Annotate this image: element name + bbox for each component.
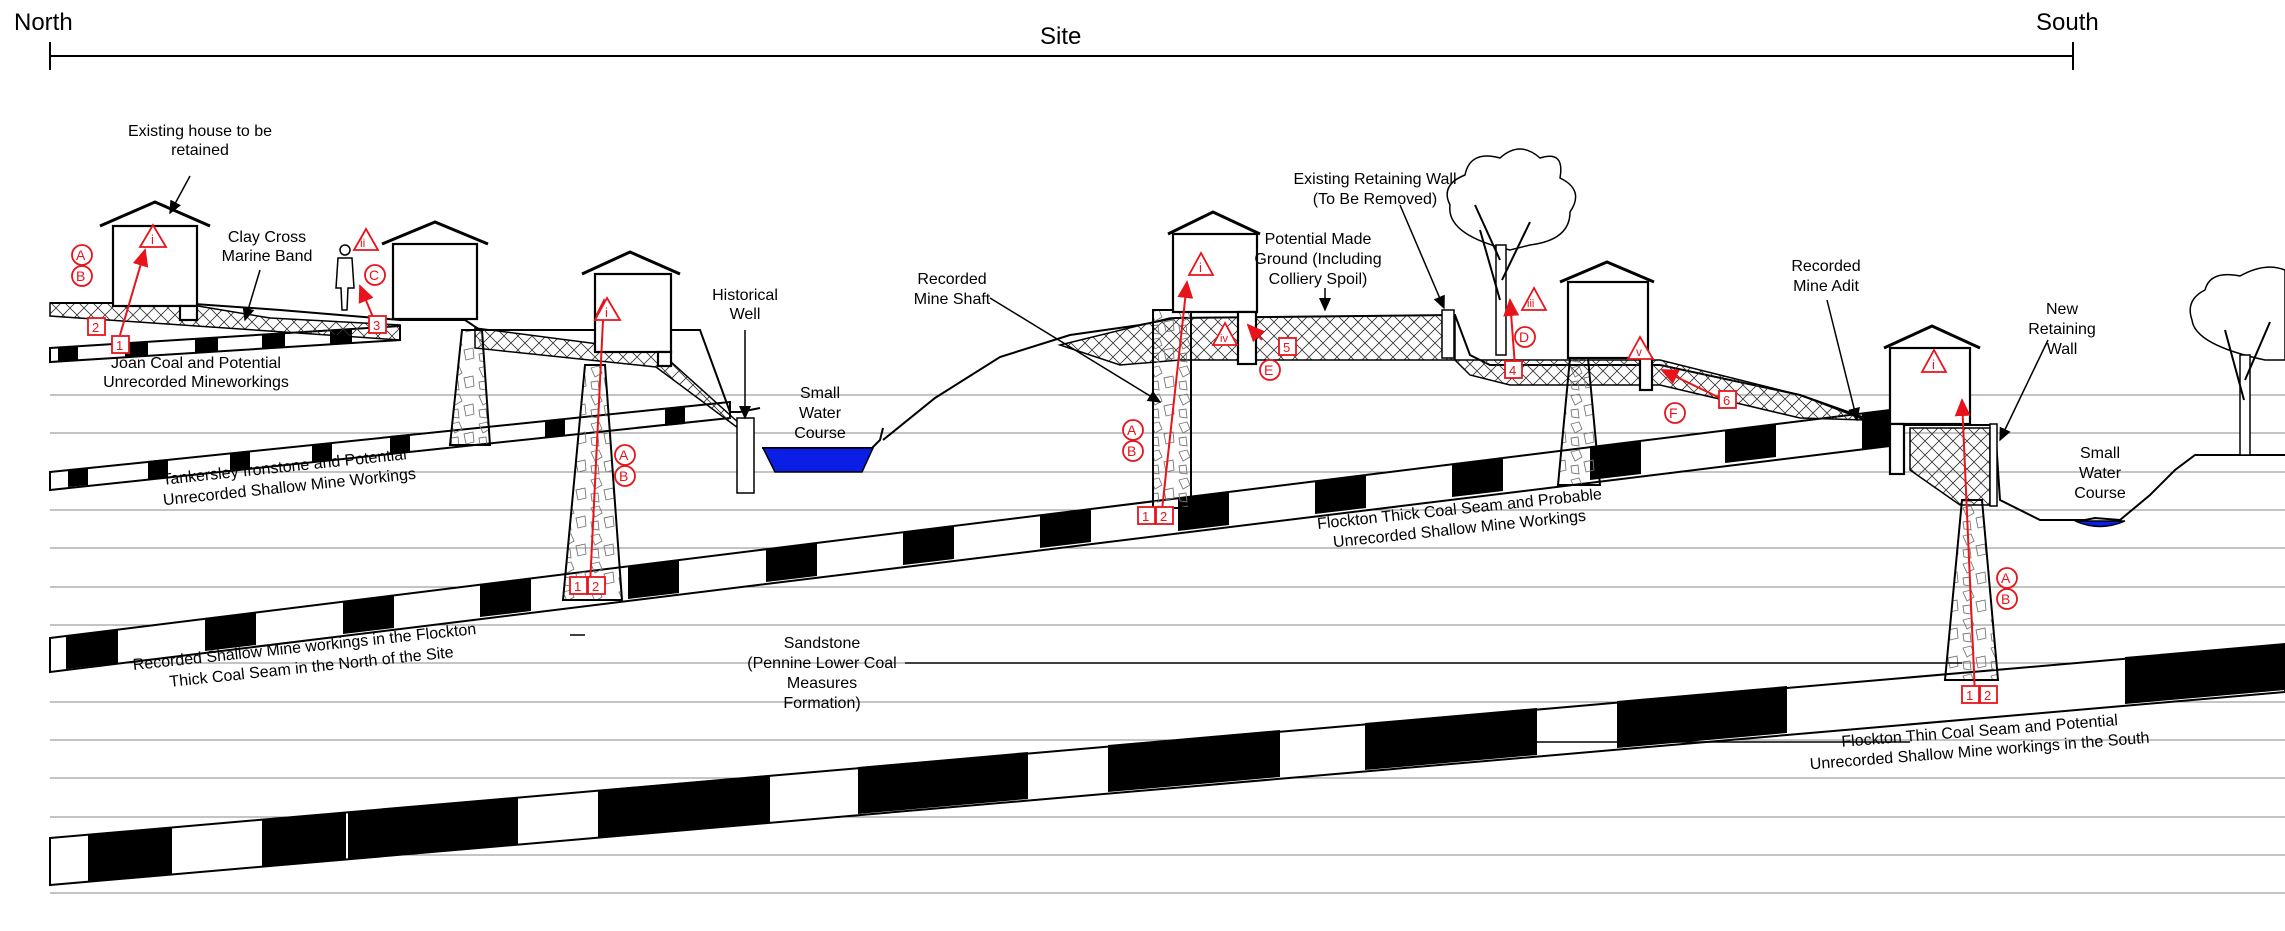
south-label: South bbox=[2036, 9, 2099, 36]
box-1-c: 1 bbox=[1142, 509, 1149, 524]
annotations: Existing house to be retained Clay Cross… bbox=[103, 123, 2126, 712]
label-retaining-2: (To Be Removed) bbox=[1313, 191, 1438, 208]
piles bbox=[448, 329, 2000, 681]
hazard-i-2: i bbox=[605, 305, 608, 320]
label-sandstone-2: (Pennine Lower Coal bbox=[747, 655, 896, 672]
house-1 bbox=[99, 200, 211, 322]
box-5: 5 bbox=[1283, 340, 1290, 355]
label-clay-cross-2: Marine Band bbox=[222, 248, 313, 265]
label-sandstone-3: Measures bbox=[787, 675, 857, 692]
tree-2 bbox=[2189, 266, 2285, 456]
label-adit-1: Recorded bbox=[1791, 258, 1860, 275]
hazard-ii: ii bbox=[360, 236, 365, 250]
tree-1 bbox=[1446, 148, 1577, 356]
north-label: North bbox=[14, 9, 73, 36]
box-3: 3 bbox=[373, 318, 380, 333]
hazard-iv: iv bbox=[1220, 333, 1228, 345]
site-label: Site bbox=[1040, 23, 1081, 50]
site-extent-line bbox=[49, 42, 2074, 70]
box-2-b: 2 bbox=[592, 579, 599, 594]
label-new-wall-3: Wall bbox=[2047, 341, 2078, 358]
risk-arrows bbox=[119, 248, 1976, 696]
box-4: 4 bbox=[1509, 363, 1516, 378]
house-3 bbox=[581, 250, 681, 368]
marker-F: F bbox=[1669, 405, 1678, 421]
label-water1-1: Small bbox=[800, 385, 840, 402]
person-figure bbox=[335, 244, 355, 311]
marker-A-4: A bbox=[2001, 570, 2011, 586]
existing-retaining-wall bbox=[1441, 309, 1455, 359]
marker-B-3: B bbox=[1127, 443, 1136, 459]
label-well-2: Well bbox=[730, 306, 761, 323]
label-adit-2: Mine Adit bbox=[1793, 278, 1859, 295]
marker-B-4: B bbox=[2001, 591, 2010, 607]
hazard-i-3: i bbox=[1199, 260, 1202, 275]
new-retaining-wall bbox=[1989, 423, 1998, 507]
label-water1-2: Water bbox=[799, 405, 842, 422]
label-water1-3: Course bbox=[794, 425, 846, 442]
label-made-ground-2: Ground (Including bbox=[1254, 251, 1381, 268]
marker-B-2: B bbox=[619, 468, 628, 484]
label-shaft-2: Mine Shaft bbox=[914, 291, 991, 308]
label-new-wall-2: Retaining bbox=[2028, 321, 2096, 338]
water-course-1 bbox=[761, 447, 875, 473]
hazard-v: v bbox=[1636, 345, 1642, 359]
label-made-ground-1: Potential Made bbox=[1265, 231, 1372, 248]
box-6: 6 bbox=[1723, 393, 1730, 408]
hazard-iii: iii bbox=[1527, 298, 1534, 310]
recorded-mine-shaft bbox=[1152, 309, 1192, 509]
hazard-triangles bbox=[138, 223, 1948, 373]
label-water2-1: Small bbox=[2080, 445, 2120, 462]
label-new-wall-1: New bbox=[2046, 301, 2078, 318]
seam-flockton-thick bbox=[49, 408, 1891, 674]
label-made-ground-3: Colliery Spoil) bbox=[1269, 271, 1368, 288]
leader-lines bbox=[169, 175, 2049, 743]
house-2 bbox=[381, 220, 489, 321]
label-joan-1: Joan Coal and Potential bbox=[111, 355, 281, 372]
label-retaining-1: Existing Retaining Wall bbox=[1293, 171, 1456, 188]
box-1-d: 1 bbox=[1966, 688, 1973, 703]
marker-A-1: A bbox=[76, 247, 86, 263]
water-course-2 bbox=[2074, 520, 2126, 528]
marker-B-1: B bbox=[76, 268, 85, 284]
marker-D: D bbox=[1519, 329, 1529, 345]
box-1-a: 1 bbox=[116, 338, 123, 353]
label-sandstone-1: Sandstone bbox=[784, 635, 861, 652]
risk-boxes bbox=[87, 315, 1998, 704]
label-house-retained-2: retained bbox=[171, 142, 229, 159]
box-2-d: 2 bbox=[1984, 688, 1991, 703]
house-4 bbox=[1167, 210, 1261, 366]
hazard-i-1: i bbox=[151, 232, 154, 247]
label-joan-2: Unrecorded Mineworkings bbox=[103, 374, 289, 391]
seam-flockton-thin bbox=[49, 643, 2285, 887]
box-1-b: 1 bbox=[574, 579, 581, 594]
marker-A-2: A bbox=[619, 447, 629, 463]
historical-well bbox=[736, 417, 755, 494]
label-clay-cross-1: Clay Cross bbox=[228, 229, 306, 246]
marker-A-3: A bbox=[1127, 422, 1137, 438]
risk-circles bbox=[71, 244, 2018, 610]
hazard-i-4: i bbox=[1932, 357, 1935, 372]
box-2-c: 2 bbox=[1160, 509, 1167, 524]
label-house-retained-1: Existing house to be bbox=[128, 123, 272, 140]
label-sandstone-4: Formation) bbox=[783, 695, 860, 712]
label-well-1: Historical bbox=[712, 287, 778, 304]
label-water2-3: Course bbox=[2074, 485, 2126, 502]
label-shaft-1: Recorded bbox=[917, 271, 986, 288]
label-water2-2: Water bbox=[2079, 465, 2122, 482]
marker-E: E bbox=[1264, 362, 1273, 378]
marker-C: C bbox=[369, 267, 379, 283]
box-2-a: 2 bbox=[92, 320, 99, 335]
